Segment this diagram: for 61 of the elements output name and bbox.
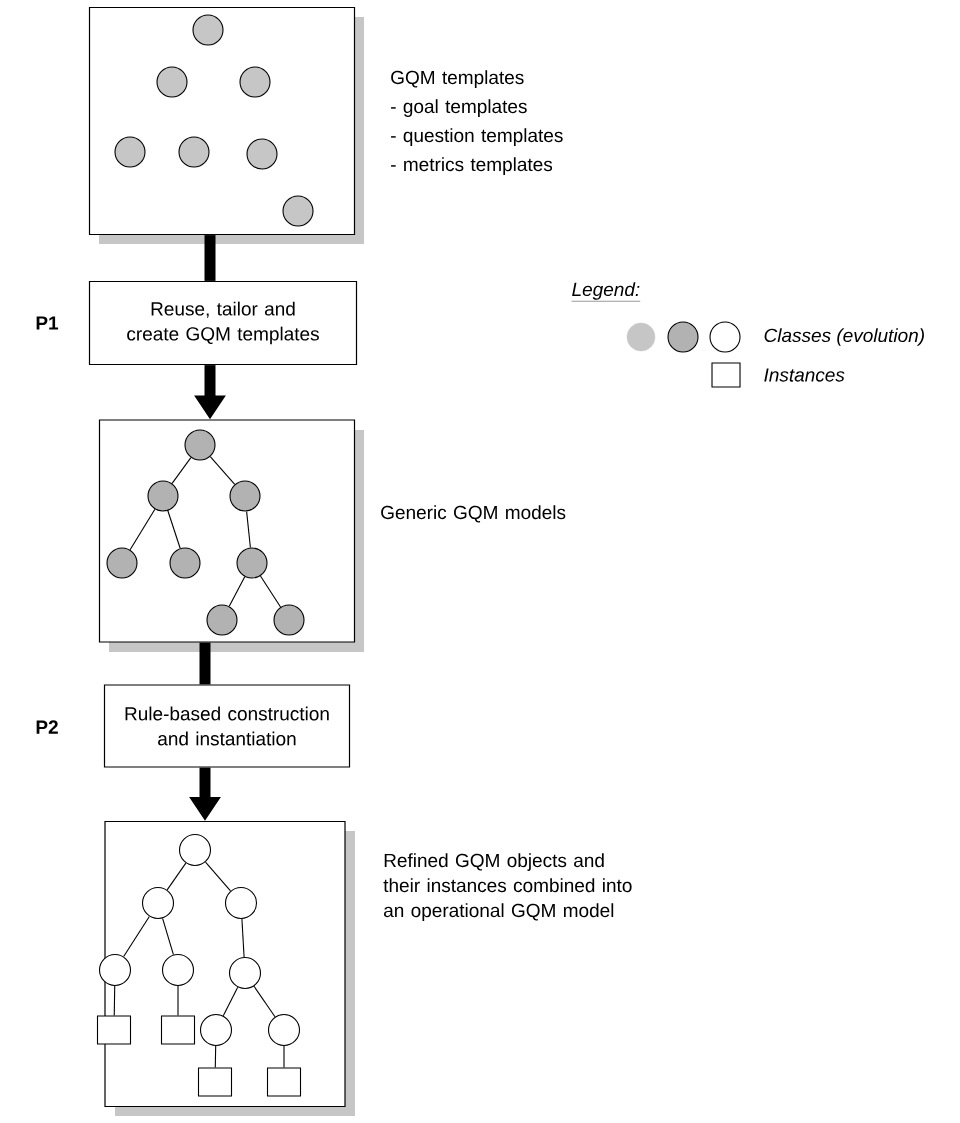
legend-text: Instances: [764, 368, 845, 382]
tree-line: [259, 575, 282, 608]
tree-circle: [192, 14, 224, 46]
tree-line: [162, 917, 174, 956]
instance-square: [96, 1015, 132, 1045]
tree-line: [228, 576, 246, 607]
tree-circle: [161, 953, 195, 987]
tree-circle: [246, 138, 278, 170]
tree-circle: [273, 604, 305, 636]
tree-circle: [229, 480, 261, 512]
process-box: Rule-based construction and instantiation: [103, 684, 351, 768]
tree-circle: [141, 886, 175, 920]
tree-line: [113, 985, 116, 1016]
tree-circle: [228, 956, 262, 990]
tree-circle: [282, 195, 314, 227]
tree-line: [177, 985, 179, 1016]
panel-box: [88, 6, 364, 244]
connector-bar: [199, 642, 211, 685]
tree-circle: [114, 136, 146, 168]
tree-circle: [169, 547, 201, 579]
tree-line: [214, 1045, 217, 1068]
legend-heading: Legend:: [571, 282, 641, 302]
tree-circle: [206, 604, 238, 636]
panel-caption: GQM templates: [391, 70, 524, 88]
tree-line: [241, 918, 245, 958]
panel-caption: - goal templates: [391, 99, 527, 117]
tree-line: [123, 915, 150, 958]
connector-bar: [204, 235, 216, 281]
panel-caption: Generic GQM models: [381, 505, 566, 523]
tree-line: [283, 1045, 285, 1068]
tree-circle: [178, 136, 210, 168]
instance-square: [160, 1015, 196, 1045]
tree-line: [129, 508, 156, 551]
instance-square: [266, 1067, 302, 1097]
tree-circle: [106, 547, 138, 579]
tree-circle: [184, 429, 216, 461]
tree-line: [167, 510, 181, 549]
legend-text: Classes (evolution): [764, 328, 924, 346]
tree-line: [204, 861, 232, 892]
tree-line: [209, 456, 236, 485]
tree-line: [166, 862, 187, 891]
tree-circle: [224, 886, 258, 920]
process-label: P1: [36, 316, 59, 330]
tree-circle: [199, 1013, 233, 1047]
process-label: P2: [36, 720, 58, 734]
tree-line: [171, 457, 192, 484]
tree-circle: [178, 833, 212, 867]
tree-circle: [236, 547, 268, 579]
tree-circle: [239, 66, 271, 98]
tree-line: [246, 510, 251, 549]
panel-caption: - metrics templates: [391, 157, 553, 175]
tree-circle: [267, 1013, 301, 1047]
panel-caption: Refined GQM objects and their instances combined into an operational GQM model: [383, 853, 632, 921]
tree-line: [253, 985, 276, 1018]
tree-circle: [98, 953, 132, 987]
panel-caption: - question templates: [391, 128, 563, 146]
process-box: Reuse, tailor and create GQM templates: [88, 280, 358, 366]
tree-line: [222, 986, 239, 1017]
tree-circle: [156, 66, 188, 98]
instance-square: [197, 1067, 233, 1097]
tree-circle: [147, 480, 179, 512]
